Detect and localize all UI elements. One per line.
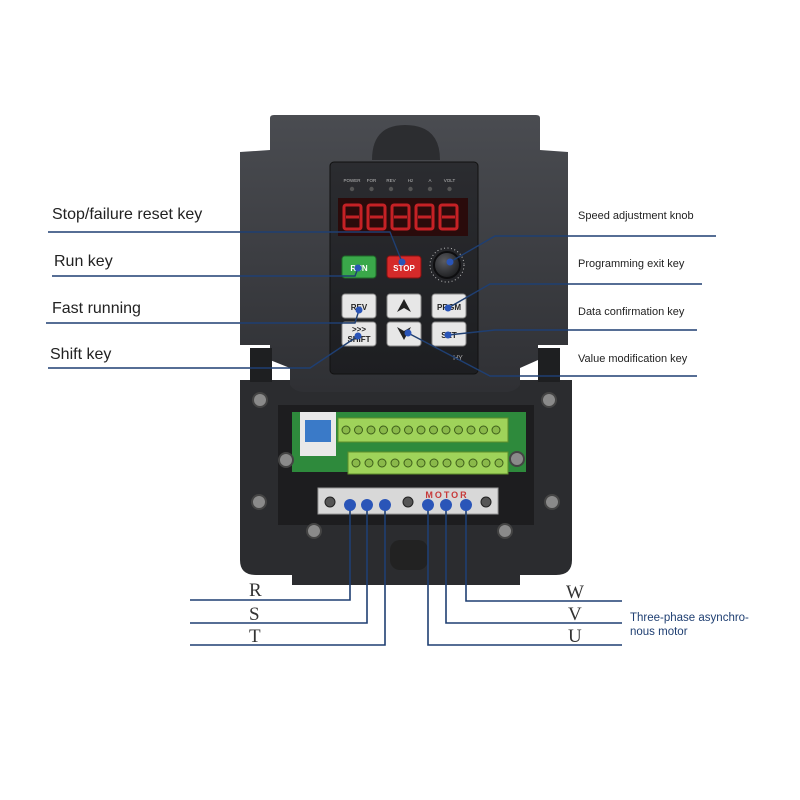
terminal-screw-icon [454, 425, 463, 435]
speed-knob[interactable] [429, 247, 465, 283]
terminal-screw-icon [429, 458, 439, 468]
terminal-screw-icon [403, 458, 413, 468]
terminal-screw-icon [354, 425, 363, 435]
terminal-screw-icon [364, 458, 374, 468]
screw-icon [306, 523, 322, 539]
indicator-led [408, 186, 413, 192]
display-digit [414, 203, 435, 231]
indicator-label: VOLT [444, 178, 456, 183]
screw-icon [544, 494, 560, 510]
terminal-screw-icon [494, 458, 504, 468]
svg-text:SHIFT: SHIFT [347, 335, 370, 344]
terminal-screw-icon [466, 425, 476, 435]
input-label-r: R [249, 580, 262, 601]
screw-icon [278, 452, 294, 468]
brand-mark: HY [453, 355, 463, 362]
display-digit [366, 203, 387, 231]
power-screw-icon [324, 496, 336, 508]
indicator-label: Hz [408, 178, 414, 183]
motor-label: Three-phase asynchro-nous motor [630, 612, 749, 638]
terminal-screw-icon [341, 425, 351, 435]
terminal-screw-icon [404, 425, 413, 435]
power-screw-icon [480, 496, 492, 508]
indicator-led [427, 186, 433, 192]
terminal-screw-icon [351, 458, 361, 468]
label-run: Run key [54, 253, 113, 270]
indicator-led [447, 186, 452, 192]
callout-lines-left [46, 231, 403, 369]
output-label-v: V [568, 604, 582, 625]
indicator-led [369, 186, 374, 192]
label-shift: Shift key [50, 346, 112, 363]
terminal-screw-icon [416, 425, 426, 435]
terminal-screw-icon [429, 425, 438, 435]
screw-icon [509, 451, 525, 467]
up-arrow-icon [397, 299, 411, 312]
indicator-led [388, 186, 394, 192]
lower-housing [240, 380, 572, 585]
label-value-modify: Value modification key [578, 353, 688, 365]
output-label-u: U [568, 626, 582, 647]
label-stop-reset: Stop/failure reset key [52, 206, 203, 223]
indicator-led [349, 186, 355, 192]
output-label-w: W [566, 582, 584, 603]
terminal-screw-icon [441, 425, 451, 435]
display-digit [438, 203, 459, 231]
stop-key[interactable]: STOP [386, 255, 422, 279]
rev-key[interactable]: REV [341, 293, 377, 319]
display-digit [390, 203, 411, 231]
label-prog-exit: Programming exit key [578, 258, 685, 270]
control-board [278, 412, 526, 475]
terminal-screw-icon [479, 425, 488, 435]
label-data-confirm: Data confirmation key [578, 306, 685, 318]
screw-icon [251, 494, 267, 510]
power-screw-icon [402, 496, 414, 508]
terminal-screw-icon [366, 425, 376, 435]
svg-text:STOP: STOP [393, 264, 415, 273]
input-label-s: S [249, 604, 260, 625]
terminal-dots [344, 499, 472, 511]
screw-icon [252, 392, 268, 408]
terminal-screw-icon [455, 458, 465, 468]
motor-terminal-label: MOTOR [425, 490, 468, 500]
callout-lines-right [407, 235, 716, 377]
screw-icon [497, 523, 513, 539]
terminal-screw-icon [379, 425, 388, 435]
indicator-label: A [428, 178, 431, 183]
indicator-label: FOR [367, 178, 377, 183]
terminal-screw-icon [481, 458, 491, 468]
indicator-label: REV [386, 178, 395, 183]
up-key[interactable] [386, 293, 422, 319]
down-key[interactable] [386, 321, 422, 347]
label-fast-running: Fast running [52, 300, 141, 317]
terminal-screw-icon [442, 458, 452, 468]
label-speed-knob: Speed adjustment knob [578, 210, 694, 222]
display-digit [342, 203, 363, 231]
wiring-lines [190, 505, 622, 646]
indicator-label: POWER [343, 178, 361, 183]
svg-text:>>>: >>> [352, 325, 366, 334]
callout-dots [354, 258, 454, 340]
terminal-screw-icon [491, 425, 501, 435]
power-terminal-block: MOTOR [317, 487, 499, 515]
terminal-screw-icon [377, 458, 387, 468]
terminal-screw-icon [468, 458, 478, 468]
terminal-screw-icon [390, 458, 400, 468]
terminal-screw-icon [391, 425, 401, 435]
terminal-screw-icon [416, 458, 426, 468]
screw-icon [541, 392, 557, 408]
input-label-t: T [249, 626, 261, 647]
